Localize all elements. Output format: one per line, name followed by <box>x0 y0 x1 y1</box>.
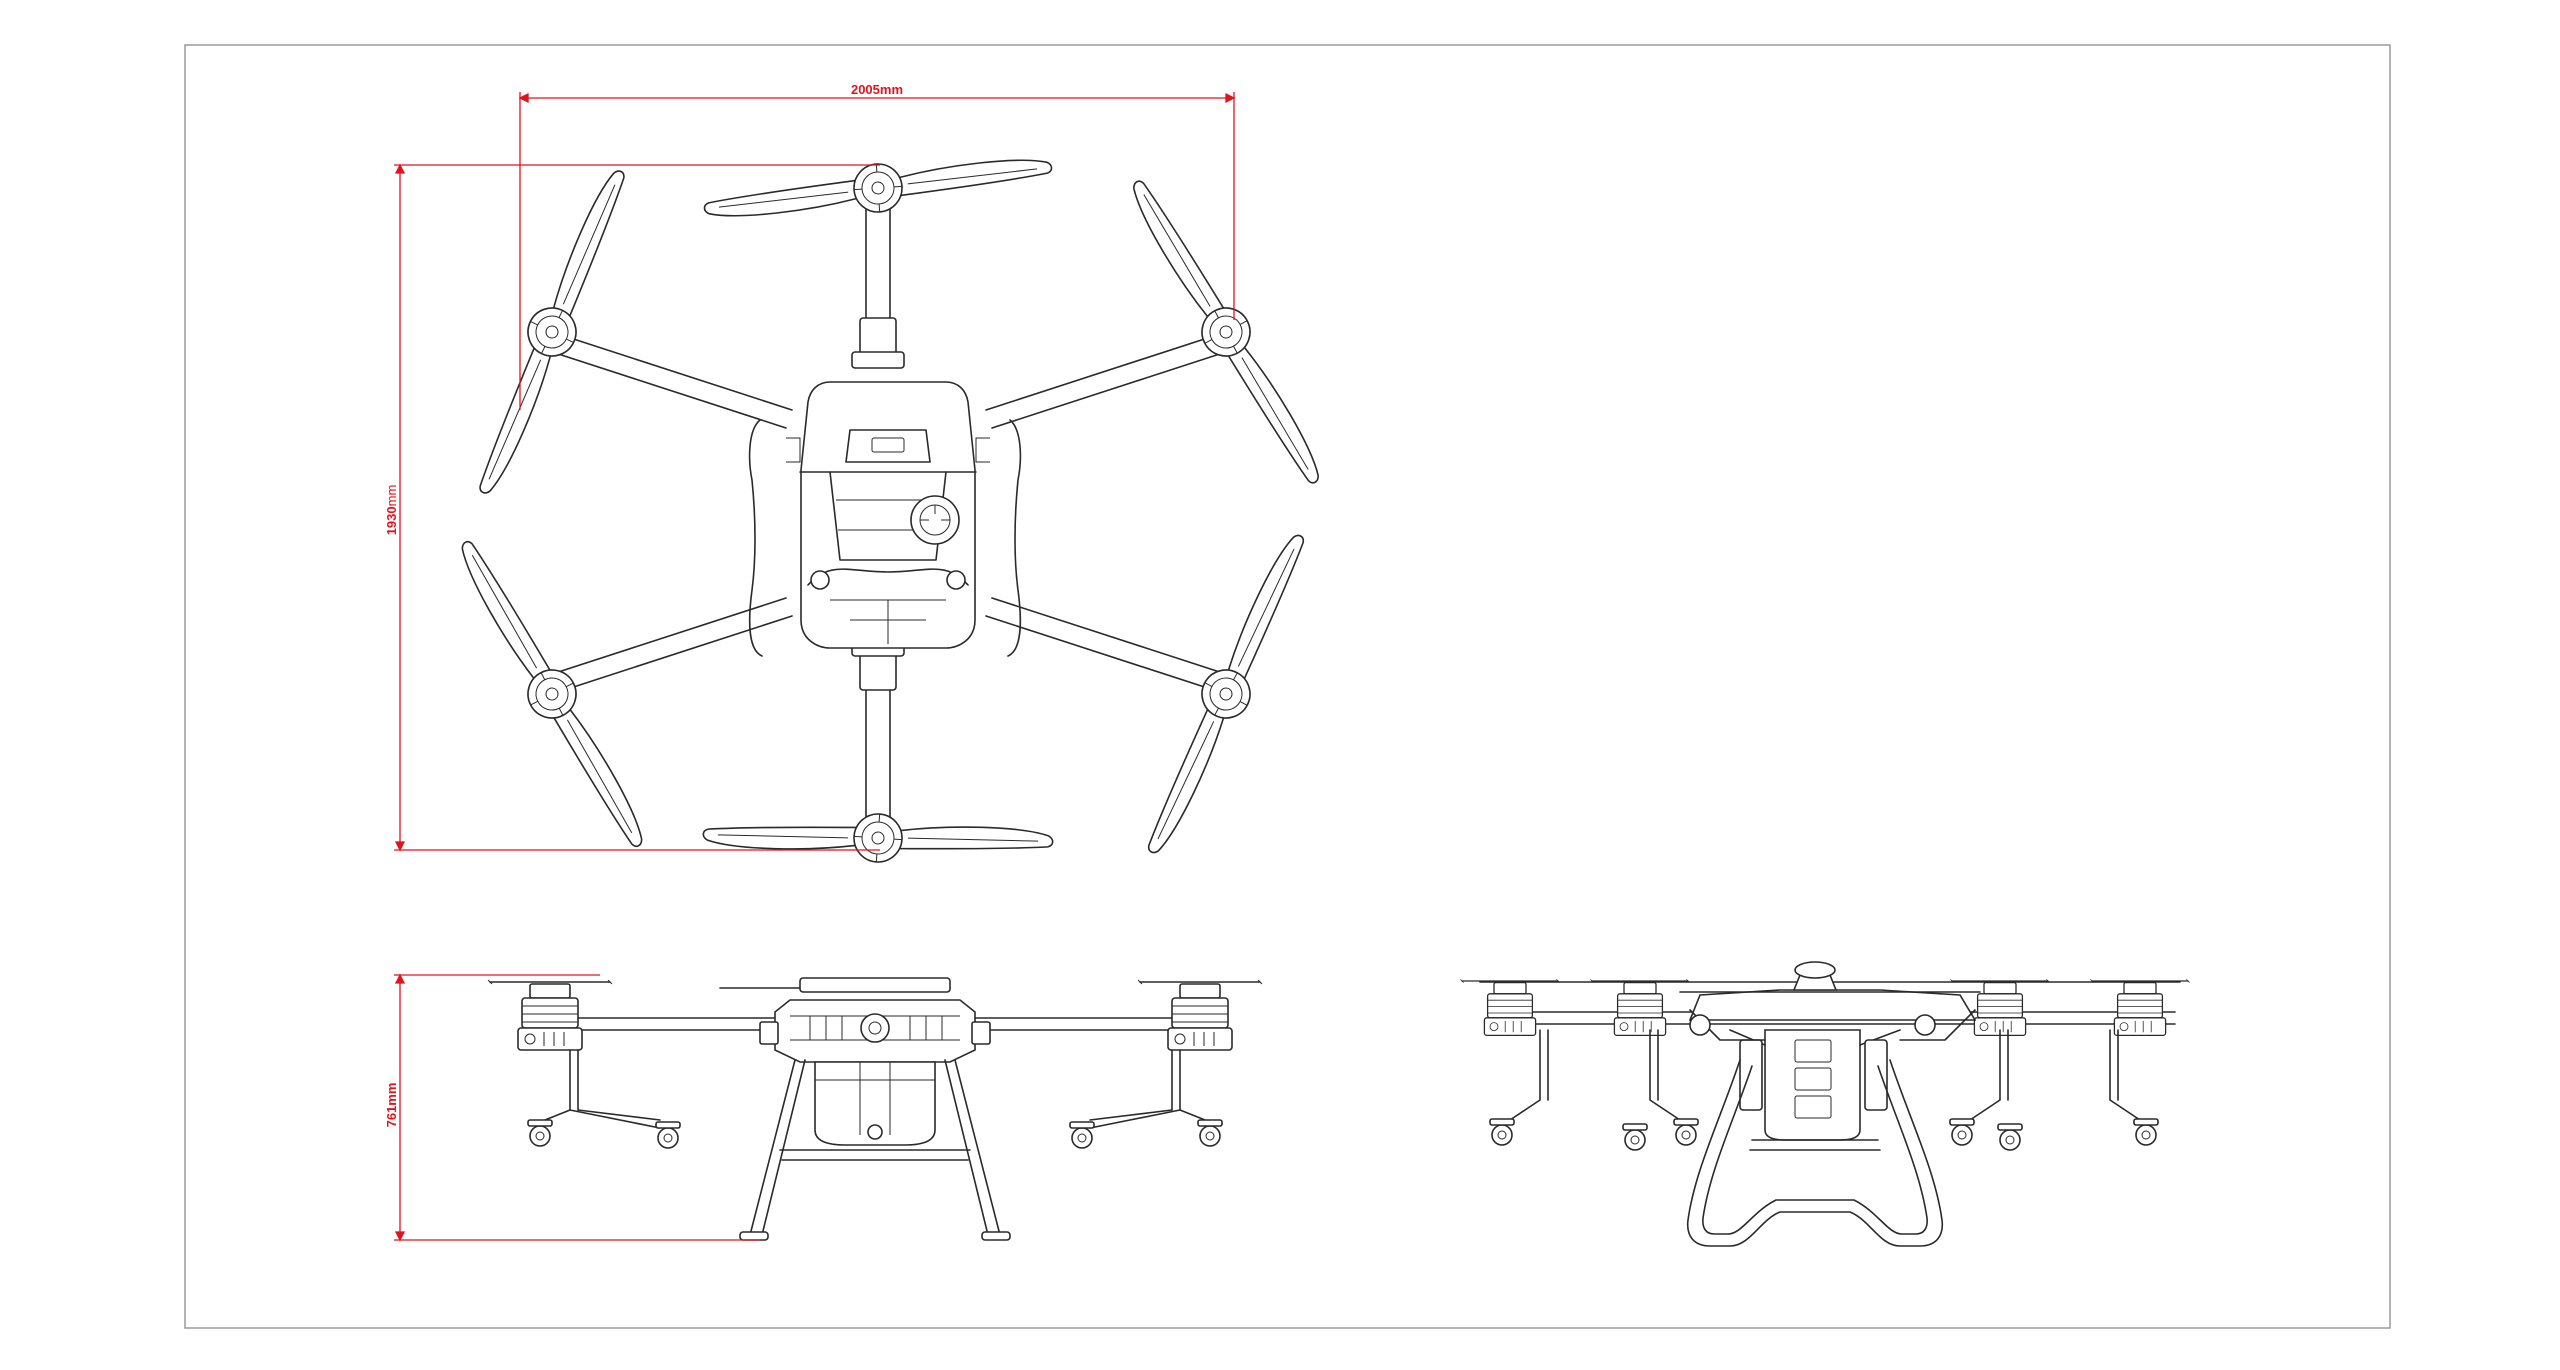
dimension-width-label: 2005mm <box>851 82 903 97</box>
dimension-height-label: 761mm <box>384 1083 399 1128</box>
svg-text:1930mm: 1930mm <box>384 485 399 536</box>
top-view: 2005mm 1930mm <box>384 82 1329 874</box>
drawing-border <box>184 44 2391 1329</box>
dimension-length-unit: mm <box>384 485 399 507</box>
dimension-length: 1930mm <box>384 163 880 852</box>
dimension-height: 761mm <box>384 973 760 1242</box>
side-view: 761mm <box>384 973 1263 1242</box>
dimension-length-value: 1930 <box>384 506 399 535</box>
front-view <box>1459 961 2191 1247</box>
top-view-body <box>748 381 1022 657</box>
top-view-arms <box>545 187 1233 839</box>
dimension-width: 2005mm <box>518 82 1236 410</box>
